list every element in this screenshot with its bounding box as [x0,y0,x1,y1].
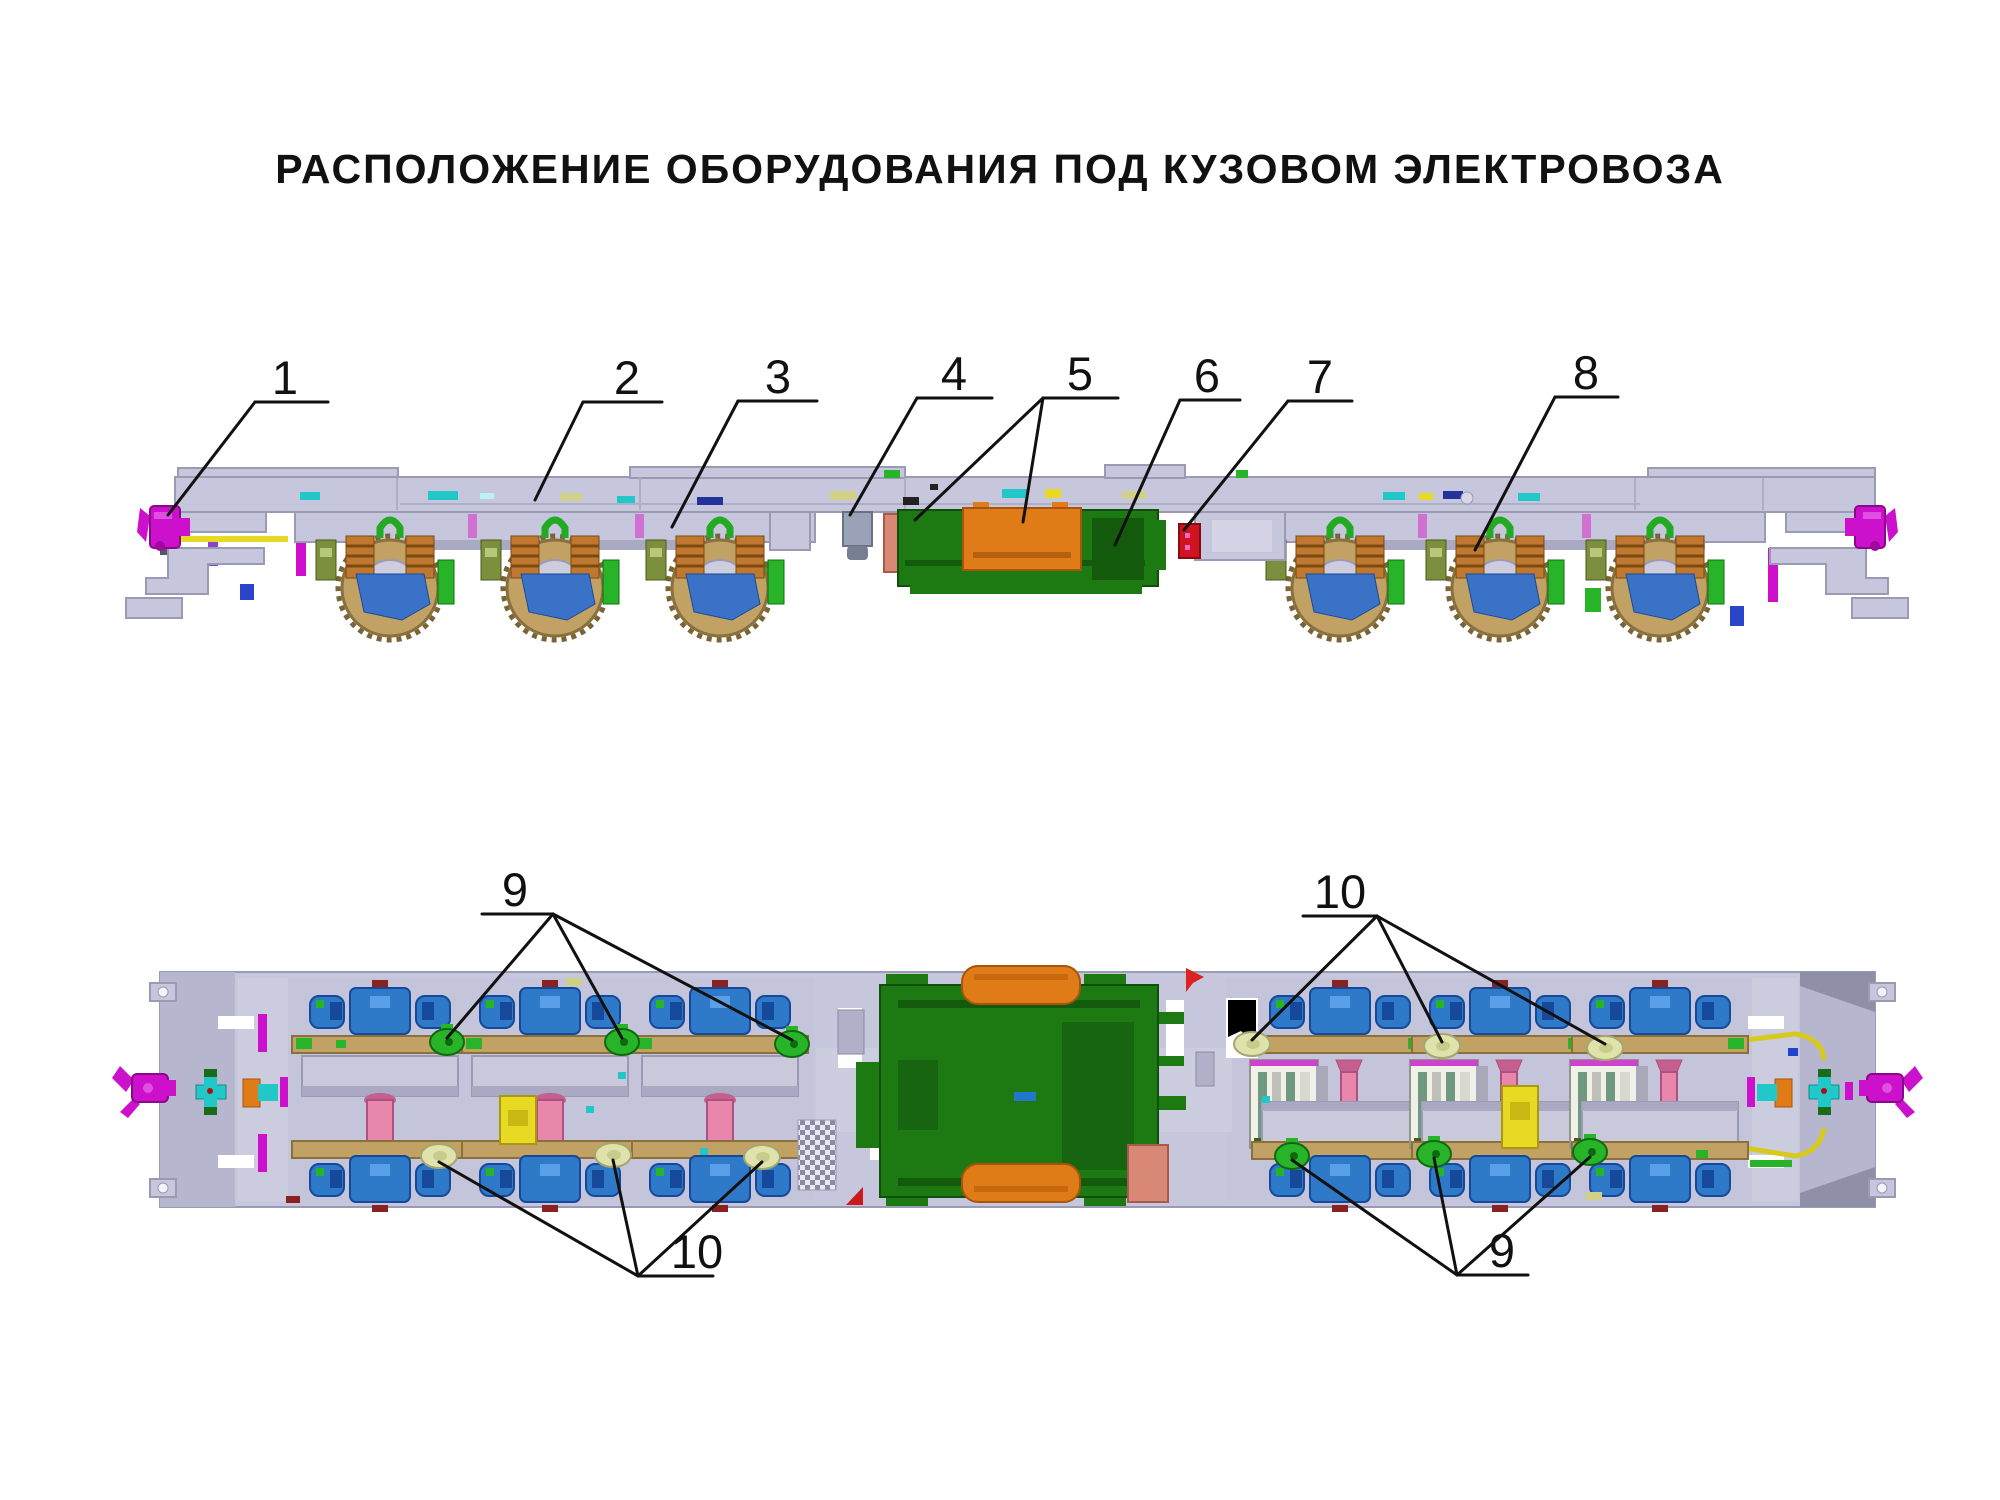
side-frame-fittings [300,470,1540,505]
item-10-marker [1423,1033,1461,1059]
leader-line [1290,1158,1459,1277]
bottom-bogie-left [292,980,808,1212]
leader-line [848,396,919,517]
item-5-orange-box [962,502,1082,571]
leader-line [1455,1155,1592,1277]
callout-number: 7 [1307,350,1333,403]
leader-line [670,399,740,529]
bottom-transformer [797,965,1256,1206]
leader-line [445,912,555,1040]
callout-number: 10 [671,1225,723,1278]
callout-10: 10 [1250,865,1607,1046]
callout-number: 5 [1067,347,1093,400]
side-underbody-equipment [842,502,1286,594]
diagram-title: РАСПОЛОЖЕНИЕ ОБОРУДОВАНИЯ ПОД КУЗОВОМ ЭЛ… [275,146,1725,192]
callout-6: 6 [1113,349,1242,547]
item-10-marker [743,1144,781,1170]
callout-number: 8 [1573,346,1599,399]
callout-7: 7 [1182,350,1354,532]
leader-line [1021,396,1045,524]
leader-line [551,912,624,1040]
bottom-wheelset [292,980,468,1212]
leader-line [636,1160,764,1278]
leader-line [1375,914,1444,1044]
item-10-marker [420,1143,458,1169]
leader-line [551,912,794,1042]
callout-9: 9 [445,863,794,1042]
rear-step [1769,547,1909,619]
callout-number: 10 [1314,865,1366,918]
callout-5: 5 [913,347,1120,524]
leader-line [166,400,257,517]
bottom-end-fittings [195,1031,1853,1167]
transformer-oil-tanks [961,965,1081,1203]
bottom-wheelset [632,980,808,1212]
callout-8: 8 [1473,346,1620,552]
callout-2: 2 [533,351,664,502]
callout-10: 10 [437,1158,764,1278]
callout-3: 3 [670,350,819,529]
callout-number: 9 [502,863,528,916]
leader-line [913,396,1045,522]
bottom-bogie-fittings [286,978,1708,1203]
leader-line [533,400,585,502]
item-10-marker [1586,1035,1624,1061]
callout-number: 1 [272,351,298,404]
item-10-marker [1233,1031,1271,1057]
callout-9: 9 [1290,1155,1592,1277]
callout-number: 9 [1489,1224,1515,1277]
callout-number: 6 [1194,349,1220,402]
callouts: 1 2 3 4 5 6 7 8 9 10 10 9 [166,346,1620,1278]
bottom-wheelset [462,980,638,1212]
callout-number: 3 [765,350,791,403]
side-view [125,464,1909,640]
callout-1: 1 [166,351,330,517]
item-4-box [842,511,873,547]
front-step [125,547,265,619]
bottom-view [111,965,1924,1212]
callout-4: 4 [848,347,994,517]
leader-line [611,1158,640,1278]
leader-line [1113,398,1182,547]
leader-line [1250,914,1379,1042]
leader-line [437,1160,640,1278]
callout-number: 4 [941,347,967,400]
leader-line [1473,395,1557,552]
leader-line [1375,914,1607,1046]
item-7-red-box [1178,523,1201,559]
leader-line [1432,1156,1459,1277]
callout-number: 2 [614,351,640,404]
leader-line [1182,399,1290,532]
